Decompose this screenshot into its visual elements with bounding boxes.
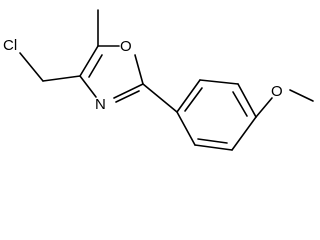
bond-ring-e-f [194, 144, 233, 151]
atom-label-methoxy-oxygen: O [271, 83, 283, 100]
bond-n3-c4 [79, 75, 97, 98]
atom-label-ring-nitrogen: N [95, 96, 106, 113]
bond-c2-aryl [142, 83, 178, 113]
chemical-structure: Cl O N O [3, 9, 314, 151]
bond-ring-inner-3 [197, 138, 228, 144]
bond-o1-c2 [134, 54, 144, 85]
atom-label-chlorine: Cl [3, 37, 17, 54]
bond-c2-n3 [113, 83, 144, 99]
bond-c4-c5 [79, 45, 99, 77]
bond-ring-b-c [199, 79, 239, 85]
bond-ch2-c4 [42, 75, 81, 82]
bond-ring-inner-2 [232, 91, 248, 117]
bond-ring-omethoxy [255, 97, 273, 118]
bond-ring-inner-1 [184, 87, 203, 112]
bond-ring-f-a [176, 111, 196, 146]
bond-omethoxy-ch3 [289, 89, 314, 102]
bond-c4-c5-double [88, 54, 103, 78]
bond-c2-n3-double [115, 90, 140, 103]
bond-ring-d-e [231, 116, 257, 151]
bond-ring-c-d [237, 83, 257, 118]
bond-ring-a-b [176, 79, 201, 113]
bond-cl-ch2 [19, 52, 44, 82]
atom-label-ring-oxygen: O [120, 38, 132, 55]
